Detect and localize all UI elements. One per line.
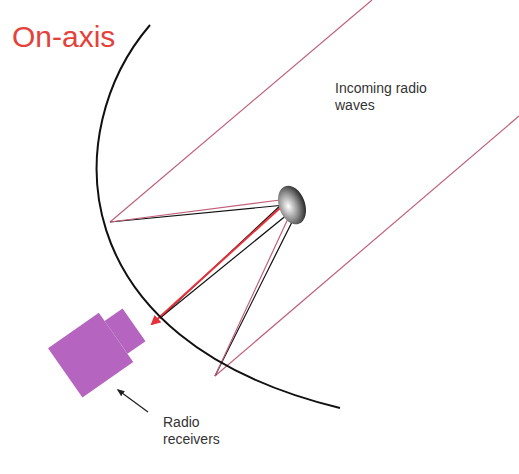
leader-line [118, 390, 148, 412]
reflected-ray [215, 210, 292, 376]
wave-label: Incoming radio waves [335, 80, 445, 114]
incoming-ray [215, 116, 519, 376]
subreflector [273, 182, 311, 228]
diagram-title: On-axis [12, 20, 115, 54]
beam-edge [110, 205, 285, 222]
receiver-label: Radio receivers [163, 414, 253, 448]
reflected-ray [110, 200, 280, 222]
focus-ray [160, 214, 288, 318]
dish-reflector [97, 25, 340, 408]
receiver-box [48, 300, 151, 397]
focus-arrow [152, 208, 280, 324]
incoming-ray [110, 0, 372, 222]
beam-edge [215, 214, 296, 376]
